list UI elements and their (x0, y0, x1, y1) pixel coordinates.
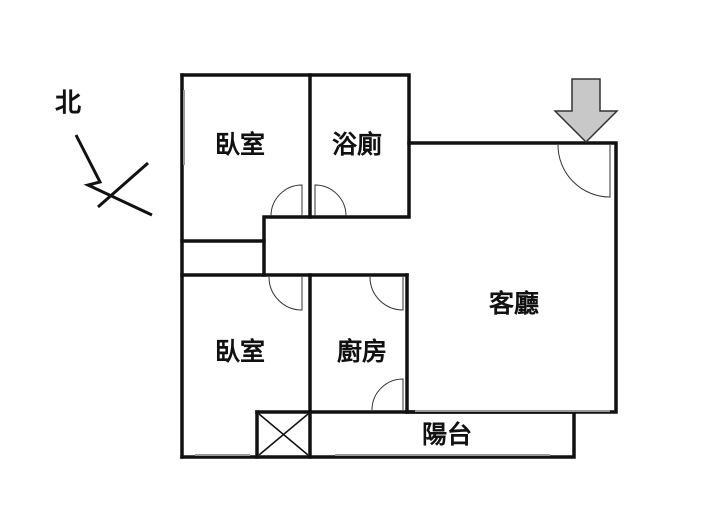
room-label-balcony: 陽台 (422, 420, 472, 449)
room-label-bedroom-bottom: 臥室 (215, 337, 265, 366)
room-label-living-room: 客廳 (489, 289, 539, 318)
walls (180, 73, 618, 459)
room-label-kitchen: 廚房 (337, 337, 387, 366)
compass-cross-icon (97, 161, 149, 209)
room-label-bathroom: 浴廁 (332, 130, 382, 159)
north-label: 北 (55, 89, 81, 119)
compass-arrow-icon (74, 134, 153, 217)
entrance-arrow-icon (553, 78, 619, 144)
north-compass: 北 (55, 89, 153, 217)
doors (268, 144, 611, 411)
shaft-cross-icon (258, 413, 309, 456)
room-label-bedroom-top: 臥室 (215, 130, 265, 159)
